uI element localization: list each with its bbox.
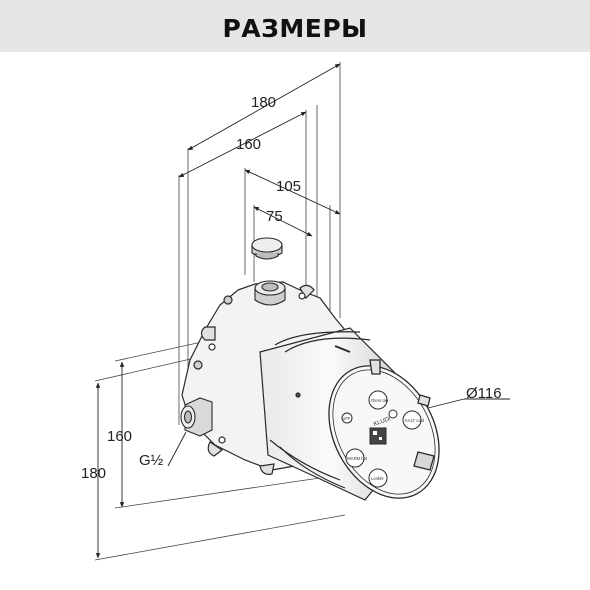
dim-105: 105 [276,178,301,195]
badge-right [402,410,422,430]
dim-180-left: 180 [81,465,106,482]
dim-160-left: 160 [107,428,132,445]
dim-line-75 [253,206,313,237]
badge-bottom-label: Lenkhr [371,476,384,481]
badge-right-label: KALT cold [405,418,425,423]
dimension-lines [95,63,341,559]
dim-g-half: G½ [139,452,164,469]
badge-top [368,390,388,410]
badge-left [345,448,365,468]
dim-line-160-top [178,111,307,178]
dim-75: 75 [266,208,283,225]
side-connection [180,397,213,437]
top-cap [251,237,283,260]
badge-left-label: WARM hot [347,456,368,461]
page-title: РАЗМЕРЫ [222,13,368,43]
cover-badges [341,390,422,488]
logo-icon [388,409,398,419]
brand-logo: KLUDI [373,416,392,428]
header-band: РАЗМЕРЫ [0,0,590,52]
badge-small-label: oFF [343,416,351,421]
badge-small [341,412,353,424]
badge-top-label: Оtem tap [371,398,389,403]
qr-code [369,427,387,445]
technical-drawing: 180 160 105 75 160 180 G½ Ø116 [81,62,510,561]
dim-160-top: 160 [236,136,261,153]
leader-g-half [167,431,187,467]
dim-diameter: Ø116 [466,385,502,402]
dim-line-105 [244,169,341,215]
badge-bottom [368,468,388,488]
dim-180-top: 180 [251,94,276,111]
top-inlet [254,280,286,306]
